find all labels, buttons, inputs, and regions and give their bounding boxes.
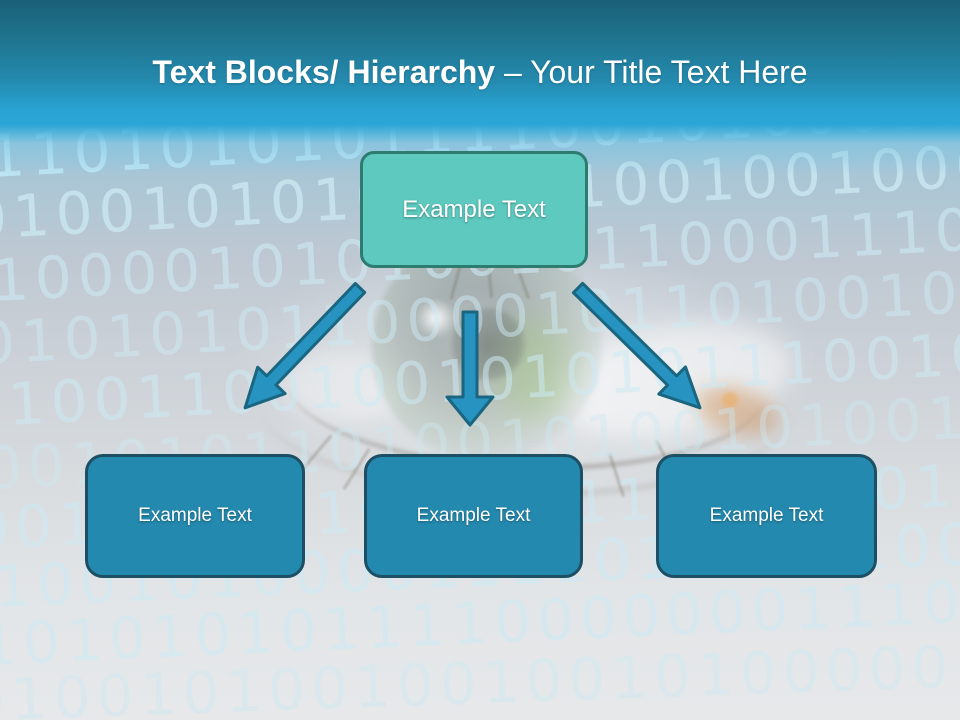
child-text-block-2-label: Example Text xyxy=(416,505,531,526)
slide-title: Text Blocks/ Hierarchy – Your Title Text… xyxy=(0,52,960,92)
eye-corner-orange-dot xyxy=(722,392,738,408)
arrow-to-child-3 xyxy=(571,281,702,410)
root-text-block[interactable]: Example Text xyxy=(360,151,588,268)
child-text-block-2[interactable]: Example Text xyxy=(364,454,583,578)
eye-specular-highlight xyxy=(416,298,456,338)
slide-title-bold: Text Blocks/ Hierarchy xyxy=(152,54,496,90)
child-text-block-1-label: Example Text xyxy=(138,505,252,526)
root-text-block-label: Example Text xyxy=(402,195,546,223)
arrow-to-child-1 xyxy=(243,282,367,410)
child-text-block-1[interactable]: Example Text xyxy=(85,454,305,578)
child-text-block-3-label: Example Text xyxy=(709,505,824,526)
slide-title-rest: – Your Title Text Here xyxy=(503,54,808,90)
arrow-to-child-2 xyxy=(445,310,495,427)
child-text-block-3[interactable]: Example Text xyxy=(656,454,877,578)
